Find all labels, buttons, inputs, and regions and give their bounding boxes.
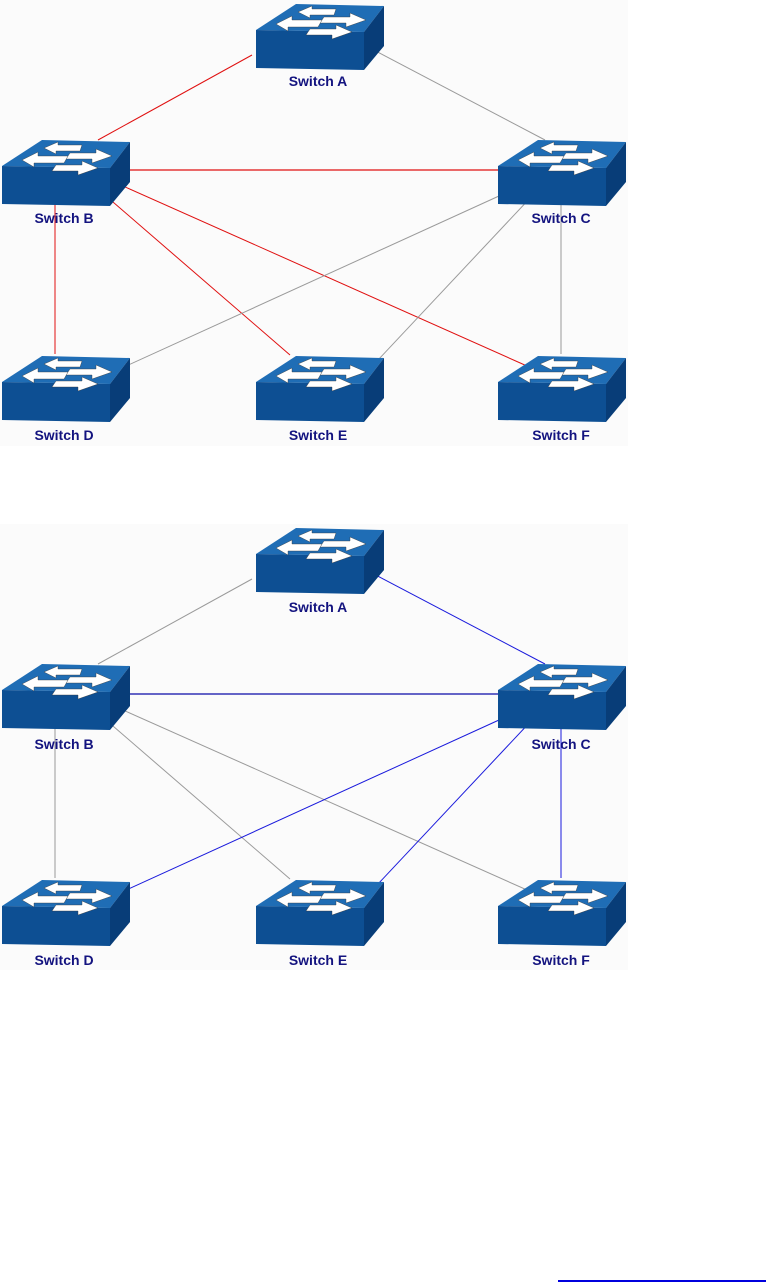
switch-e-label: Switch E xyxy=(289,952,347,968)
switch-front-face xyxy=(2,166,110,206)
link-c-d xyxy=(124,720,499,891)
switch-e-icon xyxy=(256,880,384,946)
footer-rule xyxy=(558,1280,766,1282)
switch-front-face xyxy=(2,906,110,946)
switch-f-icon xyxy=(498,356,626,422)
link-b-f xyxy=(114,182,527,366)
switch-front-face xyxy=(2,382,110,422)
link-a-c xyxy=(368,571,545,664)
switch-e-icon xyxy=(256,356,384,422)
switch-d-label: Switch D xyxy=(34,952,93,968)
switch-b-label: Switch B xyxy=(34,736,93,752)
switch-f-label: Switch F xyxy=(532,427,590,443)
switch-top-face xyxy=(2,880,130,908)
switch-f-label: Switch F xyxy=(532,952,590,968)
switch-front-face xyxy=(256,382,364,422)
switch-b-icon xyxy=(2,140,130,206)
links-layer xyxy=(55,571,561,891)
link-a-c xyxy=(368,47,545,140)
switch-top-face xyxy=(256,356,384,384)
switch-front-face xyxy=(498,690,606,730)
switch-front-face xyxy=(498,906,606,946)
switch-top-face xyxy=(256,528,384,556)
link-c-e xyxy=(378,196,532,360)
switch-top-face xyxy=(2,140,130,168)
switch-top-face xyxy=(498,880,626,908)
switch-a-label: Switch A xyxy=(289,73,348,89)
link-a-b xyxy=(98,579,252,664)
switch-front-face xyxy=(256,554,364,594)
link-c-d xyxy=(124,196,499,367)
switch-a-label: Switch A xyxy=(289,599,348,615)
switch-b-icon xyxy=(2,664,130,730)
switch-d-icon xyxy=(2,356,130,422)
link-b-f xyxy=(114,706,527,890)
switch-a-icon xyxy=(256,4,384,70)
link-a-b xyxy=(98,55,252,140)
switch-c-icon xyxy=(498,664,626,730)
switch-top-face xyxy=(498,140,626,168)
switch-top-face xyxy=(2,664,130,692)
topology-diagram-1: Switch A Switch B Switch C Switch D Swit… xyxy=(0,0,628,446)
switch-c-label: Switch C xyxy=(531,736,590,752)
switch-front-face xyxy=(256,906,364,946)
switch-front-face xyxy=(498,166,606,206)
switch-d-label: Switch D xyxy=(34,427,93,443)
switch-f-icon xyxy=(498,880,626,946)
switch-front-face xyxy=(498,382,606,422)
switch-c-label: Switch C xyxy=(531,210,590,226)
link-c-e xyxy=(378,720,532,884)
topology-diagram-2: Switch A Switch B Switch C Switch D Swit… xyxy=(0,524,628,970)
switch-front-face xyxy=(256,30,364,70)
links-layer xyxy=(55,47,561,367)
switch-b-label: Switch B xyxy=(34,210,93,226)
switch-d-icon xyxy=(2,880,130,946)
switch-top-face xyxy=(2,356,130,384)
switch-top-face xyxy=(498,356,626,384)
switch-e-label: Switch E xyxy=(289,427,347,443)
switch-top-face xyxy=(256,880,384,908)
switch-a-icon xyxy=(256,528,384,594)
switch-c-icon xyxy=(498,140,626,206)
switch-front-face xyxy=(2,690,110,730)
switch-top-face xyxy=(256,4,384,32)
switch-top-face xyxy=(498,664,626,692)
